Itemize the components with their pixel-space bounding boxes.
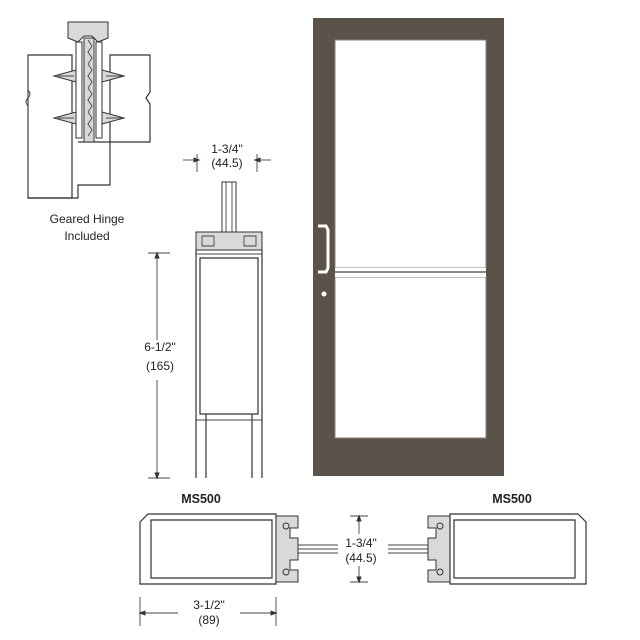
thickness-dimension: 1-3/4" (44.5)	[345, 514, 377, 584]
upper-glass-lite	[334, 39, 487, 269]
right-section-title: MS500	[492, 492, 532, 506]
hinge-caption-line1: Geared Hinge	[50, 212, 125, 226]
door-pull-handle	[318, 224, 330, 274]
screw-icon	[52, 69, 126, 125]
lower-glass-lite	[334, 276, 487, 439]
width-fraction: 3-1/2"	[193, 598, 225, 612]
profile-depth-fraction: 1-3/4"	[211, 142, 243, 156]
ms500-left-section: MS500 3-1/2" (89)	[138, 492, 338, 627]
geared-hinge-detail: Geared Hinge Included	[25, 21, 151, 243]
left-section-title: MS500	[181, 492, 221, 506]
width-metric: (89)	[198, 613, 219, 627]
profile-height-fraction: 6-1/2"	[144, 340, 176, 354]
thickness-metric: (44.5)	[345, 551, 376, 565]
ms500-right-section: MS500	[388, 492, 587, 585]
thickness-fraction: 1-3/4"	[345, 536, 377, 550]
door-elevation	[313, 18, 504, 476]
lock-cylinder-icon	[321, 291, 327, 297]
profile-height-metric: (165)	[146, 359, 174, 373]
profile-depth-metric: (44.5)	[211, 156, 242, 170]
stile-profile-section: 1-3/4" (44.5) 6-1/2" (165)	[144, 142, 271, 480]
hinge-caption-line2: Included	[64, 229, 109, 243]
